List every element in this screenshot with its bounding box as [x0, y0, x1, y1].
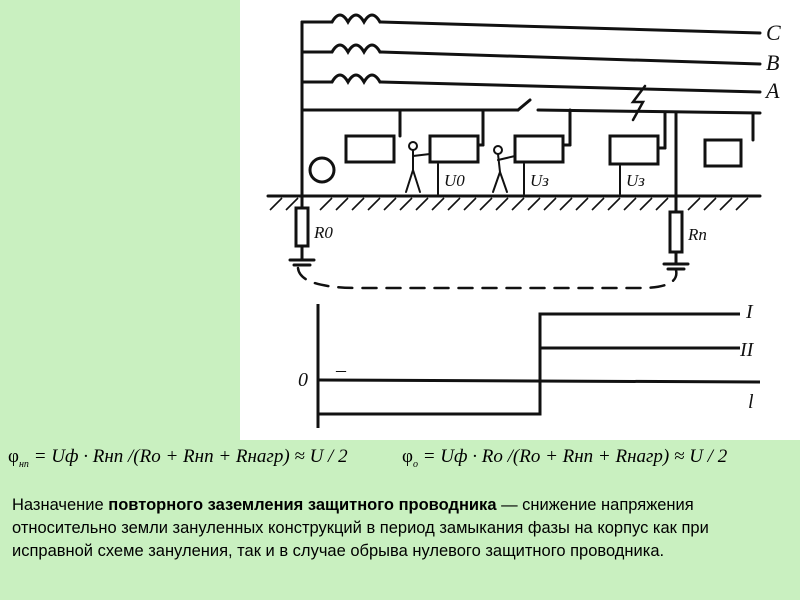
neutral-break: [516, 98, 532, 112]
coil-a: [330, 73, 382, 86]
phase-label-a: A: [764, 78, 780, 103]
graph-dash-label: –: [335, 359, 347, 381]
coil-c: [330, 13, 382, 26]
equipment-box-5: [703, 138, 743, 168]
caption-prefix: Назначение: [12, 496, 109, 514]
equipment-box-2: [428, 134, 480, 164]
formula-body: = Uф · Ro /(Ro + Rнп + Rнагр) ≈ U / 2: [422, 446, 728, 467]
resistor-rp: [668, 210, 684, 254]
formula-phi: φ: [402, 446, 413, 467]
graph-zero-label: 0: [298, 369, 308, 391]
circuit-diagram-figure: C B A U0 Uз Uз R0 Rп 0 – I II l: [240, 0, 800, 440]
reference-circle: [308, 156, 336, 184]
voltage-label-u0: U0: [444, 171, 465, 190]
formula-phi: φ: [8, 446, 19, 467]
potential-graph: [316, 304, 761, 428]
graph-label-ii: II: [739, 339, 755, 361]
formula-subscript: нп: [18, 458, 29, 470]
resistor-label-r0: R0: [313, 223, 333, 242]
graph-label-i: I: [745, 301, 754, 323]
wire-a: [378, 80, 762, 94]
resistor-label-rp: Rп: [687, 225, 707, 244]
ground-hatching: [269, 197, 749, 211]
voltage-label-uz-1: Uз: [530, 171, 549, 190]
formula-body: = Uф · Rнп /(Ro + Rнп + Rнагр) ≈ U / 2: [33, 446, 348, 467]
graph-label-l: l: [748, 391, 754, 413]
caption-bold: повторного заземления защитного проводни…: [108, 496, 497, 514]
circuit-diagram: C B A U0 Uз Uз R0 Rп 0 – I II l: [266, 13, 781, 428]
equipment-box-4: [608, 134, 660, 166]
phase-label-b: B: [766, 50, 779, 75]
neutral-wire-right: [536, 108, 762, 115]
earth-current-path: [296, 266, 678, 290]
person-2: [492, 145, 516, 193]
caption-paragraph: Назначение повторного заземления защитно…: [12, 494, 792, 563]
equipment-box-3: [513, 134, 565, 164]
wire-c: [378, 20, 762, 35]
formula-zero-potential: φо = Uф · Ro /(Ro + Rнп + Rнагр) ≈ U / 2: [402, 446, 727, 470]
formula-neutral-potential: φнп = Uф · Rнп /(Ro + Rнп + Rнагр) ≈ U /…: [8, 446, 348, 470]
fault-lightning: [630, 84, 647, 122]
person-1: [405, 141, 431, 193]
voltage-label-uz-2: Uз: [626, 171, 645, 190]
graph-line-i: [318, 312, 740, 416]
phase-label-c: C: [766, 20, 781, 45]
formula-subscript: о: [412, 458, 418, 470]
coil-b: [330, 43, 382, 56]
equipment-box-1: [344, 134, 396, 164]
caption-suffix: — снижение напряжения относительно земли…: [12, 496, 709, 560]
resistor-r0: [294, 206, 310, 248]
wire-b: [378, 50, 762, 66]
